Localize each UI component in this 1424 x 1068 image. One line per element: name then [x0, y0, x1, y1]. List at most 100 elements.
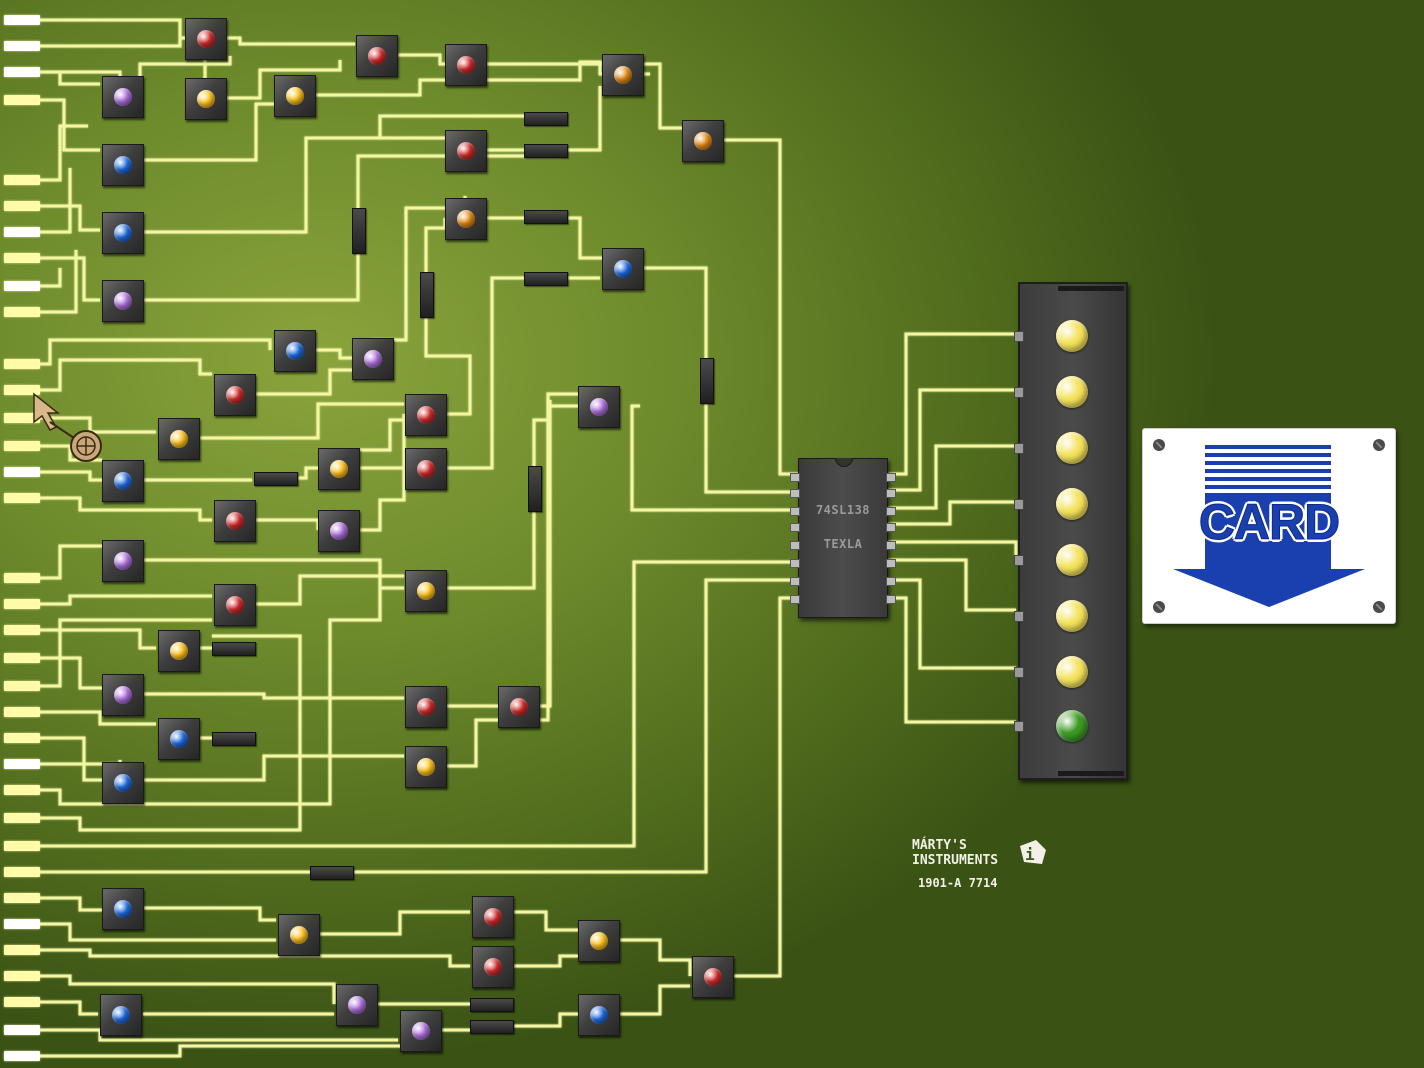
- logic-gate-yellow[interactable]: [405, 746, 447, 788]
- input-pin[interactable]: [4, 867, 40, 877]
- logic-gate-red[interactable]: [445, 130, 487, 172]
- input-pin[interactable]: [4, 997, 40, 1007]
- logic-gate-red[interactable]: [692, 956, 734, 998]
- input-pin[interactable]: [4, 1025, 40, 1035]
- maker-mark: MÁRTY'S INSTRUMENTS 1901-A 7714: [912, 838, 998, 890]
- input-pin[interactable]: [4, 385, 40, 395]
- input-pin[interactable]: [4, 599, 40, 609]
- maker-serial: 1901-A 7714: [918, 876, 998, 890]
- input-pin[interactable]: [4, 359, 40, 369]
- logic-gate-purple[interactable]: [336, 984, 378, 1026]
- logic-gate-red[interactable]: [472, 896, 514, 938]
- logic-gate-yellow[interactable]: [318, 448, 360, 490]
- purple-led-icon: [114, 686, 132, 704]
- logic-gate-orange[interactable]: [682, 120, 724, 162]
- input-pin[interactable]: [4, 441, 40, 451]
- input-pin[interactable]: [4, 653, 40, 663]
- logic-gate-blue[interactable]: [100, 994, 142, 1036]
- red-led-icon: [484, 908, 502, 926]
- logic-gate-yellow[interactable]: [274, 75, 316, 117]
- input-pin[interactable]: [4, 759, 40, 769]
- input-pin[interactable]: [4, 1051, 40, 1061]
- yellow-led-icon: [590, 932, 608, 950]
- input-pin[interactable]: [4, 41, 40, 51]
- logic-gate-blue[interactable]: [102, 212, 144, 254]
- logic-gate-purple[interactable]: [400, 1010, 442, 1052]
- input-pin[interactable]: [4, 281, 40, 291]
- logic-gate-yellow[interactable]: [158, 630, 200, 672]
- logic-gate-purple[interactable]: [102, 280, 144, 322]
- logic-gate-blue[interactable]: [158, 718, 200, 760]
- input-pin[interactable]: [4, 201, 40, 211]
- logic-gate-purple[interactable]: [352, 338, 394, 380]
- input-pin[interactable]: [4, 413, 40, 423]
- logic-gate-blue[interactable]: [102, 762, 144, 804]
- input-pin[interactable]: [4, 681, 40, 691]
- logic-gate-red[interactable]: [405, 448, 447, 490]
- input-pin[interactable]: [4, 95, 40, 105]
- logic-gate-red[interactable]: [214, 584, 256, 626]
- logic-gate-blue[interactable]: [602, 248, 644, 290]
- logic-gate-purple[interactable]: [102, 540, 144, 582]
- input-pin[interactable]: [4, 841, 40, 851]
- logic-gate-red[interactable]: [185, 18, 227, 60]
- purple-led-icon: [590, 398, 608, 416]
- input-pin[interactable]: [4, 625, 40, 635]
- logic-gate-yellow[interactable]: [405, 570, 447, 612]
- logic-gate-red[interactable]: [214, 500, 256, 542]
- logic-gate-orange[interactable]: [602, 54, 644, 96]
- input-pin[interactable]: [4, 467, 40, 477]
- input-pin[interactable]: [4, 919, 40, 929]
- purple-led-icon: [114, 292, 132, 310]
- display-cap-top: [1058, 286, 1124, 291]
- logic-gate-yellow[interactable]: [185, 78, 227, 120]
- logic-gate-purple[interactable]: [578, 386, 620, 428]
- input-pin[interactable]: [4, 813, 40, 823]
- input-pin[interactable]: [4, 785, 40, 795]
- input-pin[interactable]: [4, 227, 40, 237]
- logic-gate-blue[interactable]: [102, 144, 144, 186]
- resistor: [524, 144, 568, 158]
- logic-gate-red[interactable]: [472, 946, 514, 988]
- input-pin[interactable]: [4, 493, 40, 503]
- logic-gate-red[interactable]: [214, 374, 256, 416]
- chip-pin: [790, 489, 800, 498]
- logic-gate-blue[interactable]: [274, 330, 316, 372]
- red-led-icon: [417, 406, 435, 424]
- logic-gate-purple[interactable]: [102, 674, 144, 716]
- input-pin[interactable]: [4, 307, 40, 317]
- input-pin[interactable]: [4, 175, 40, 185]
- logic-gate-blue[interactable]: [578, 994, 620, 1036]
- resistor: [310, 866, 354, 880]
- logic-gate-orange[interactable]: [445, 198, 487, 240]
- chip-pin: [790, 473, 800, 482]
- logic-gate-purple[interactable]: [318, 510, 360, 552]
- logic-gate-yellow[interactable]: [278, 914, 320, 956]
- input-pin[interactable]: [4, 573, 40, 583]
- blue-led-icon: [286, 342, 304, 360]
- input-pin[interactable]: [4, 253, 40, 263]
- input-pin[interactable]: [4, 707, 40, 717]
- input-pin[interactable]: [4, 893, 40, 903]
- input-pin[interactable]: [4, 67, 40, 77]
- input-pin[interactable]: [4, 733, 40, 743]
- logic-gate-blue[interactable]: [102, 888, 144, 930]
- logic-gate-red[interactable]: [498, 686, 540, 728]
- input-pin[interactable]: [4, 945, 40, 955]
- input-pin[interactable]: [4, 15, 40, 25]
- logic-gate-blue[interactable]: [102, 460, 144, 502]
- logic-gate-red[interactable]: [405, 394, 447, 436]
- logic-gate-yellow[interactable]: [158, 418, 200, 460]
- screw-icon: [1373, 439, 1385, 451]
- output-bulb-yellow: [1056, 544, 1088, 576]
- chip-pin: [886, 559, 896, 568]
- card-slot-button[interactable]: CARD: [1142, 428, 1396, 624]
- logic-gate-red[interactable]: [445, 44, 487, 86]
- input-pin[interactable]: [4, 971, 40, 981]
- logic-gate-red[interactable]: [356, 35, 398, 77]
- decoder-chip: 74SL138 TEXLA: [790, 458, 896, 618]
- display-pin: [1014, 499, 1024, 510]
- logic-gate-yellow[interactable]: [578, 920, 620, 962]
- logic-gate-purple[interactable]: [102, 76, 144, 118]
- logic-gate-red[interactable]: [405, 686, 447, 728]
